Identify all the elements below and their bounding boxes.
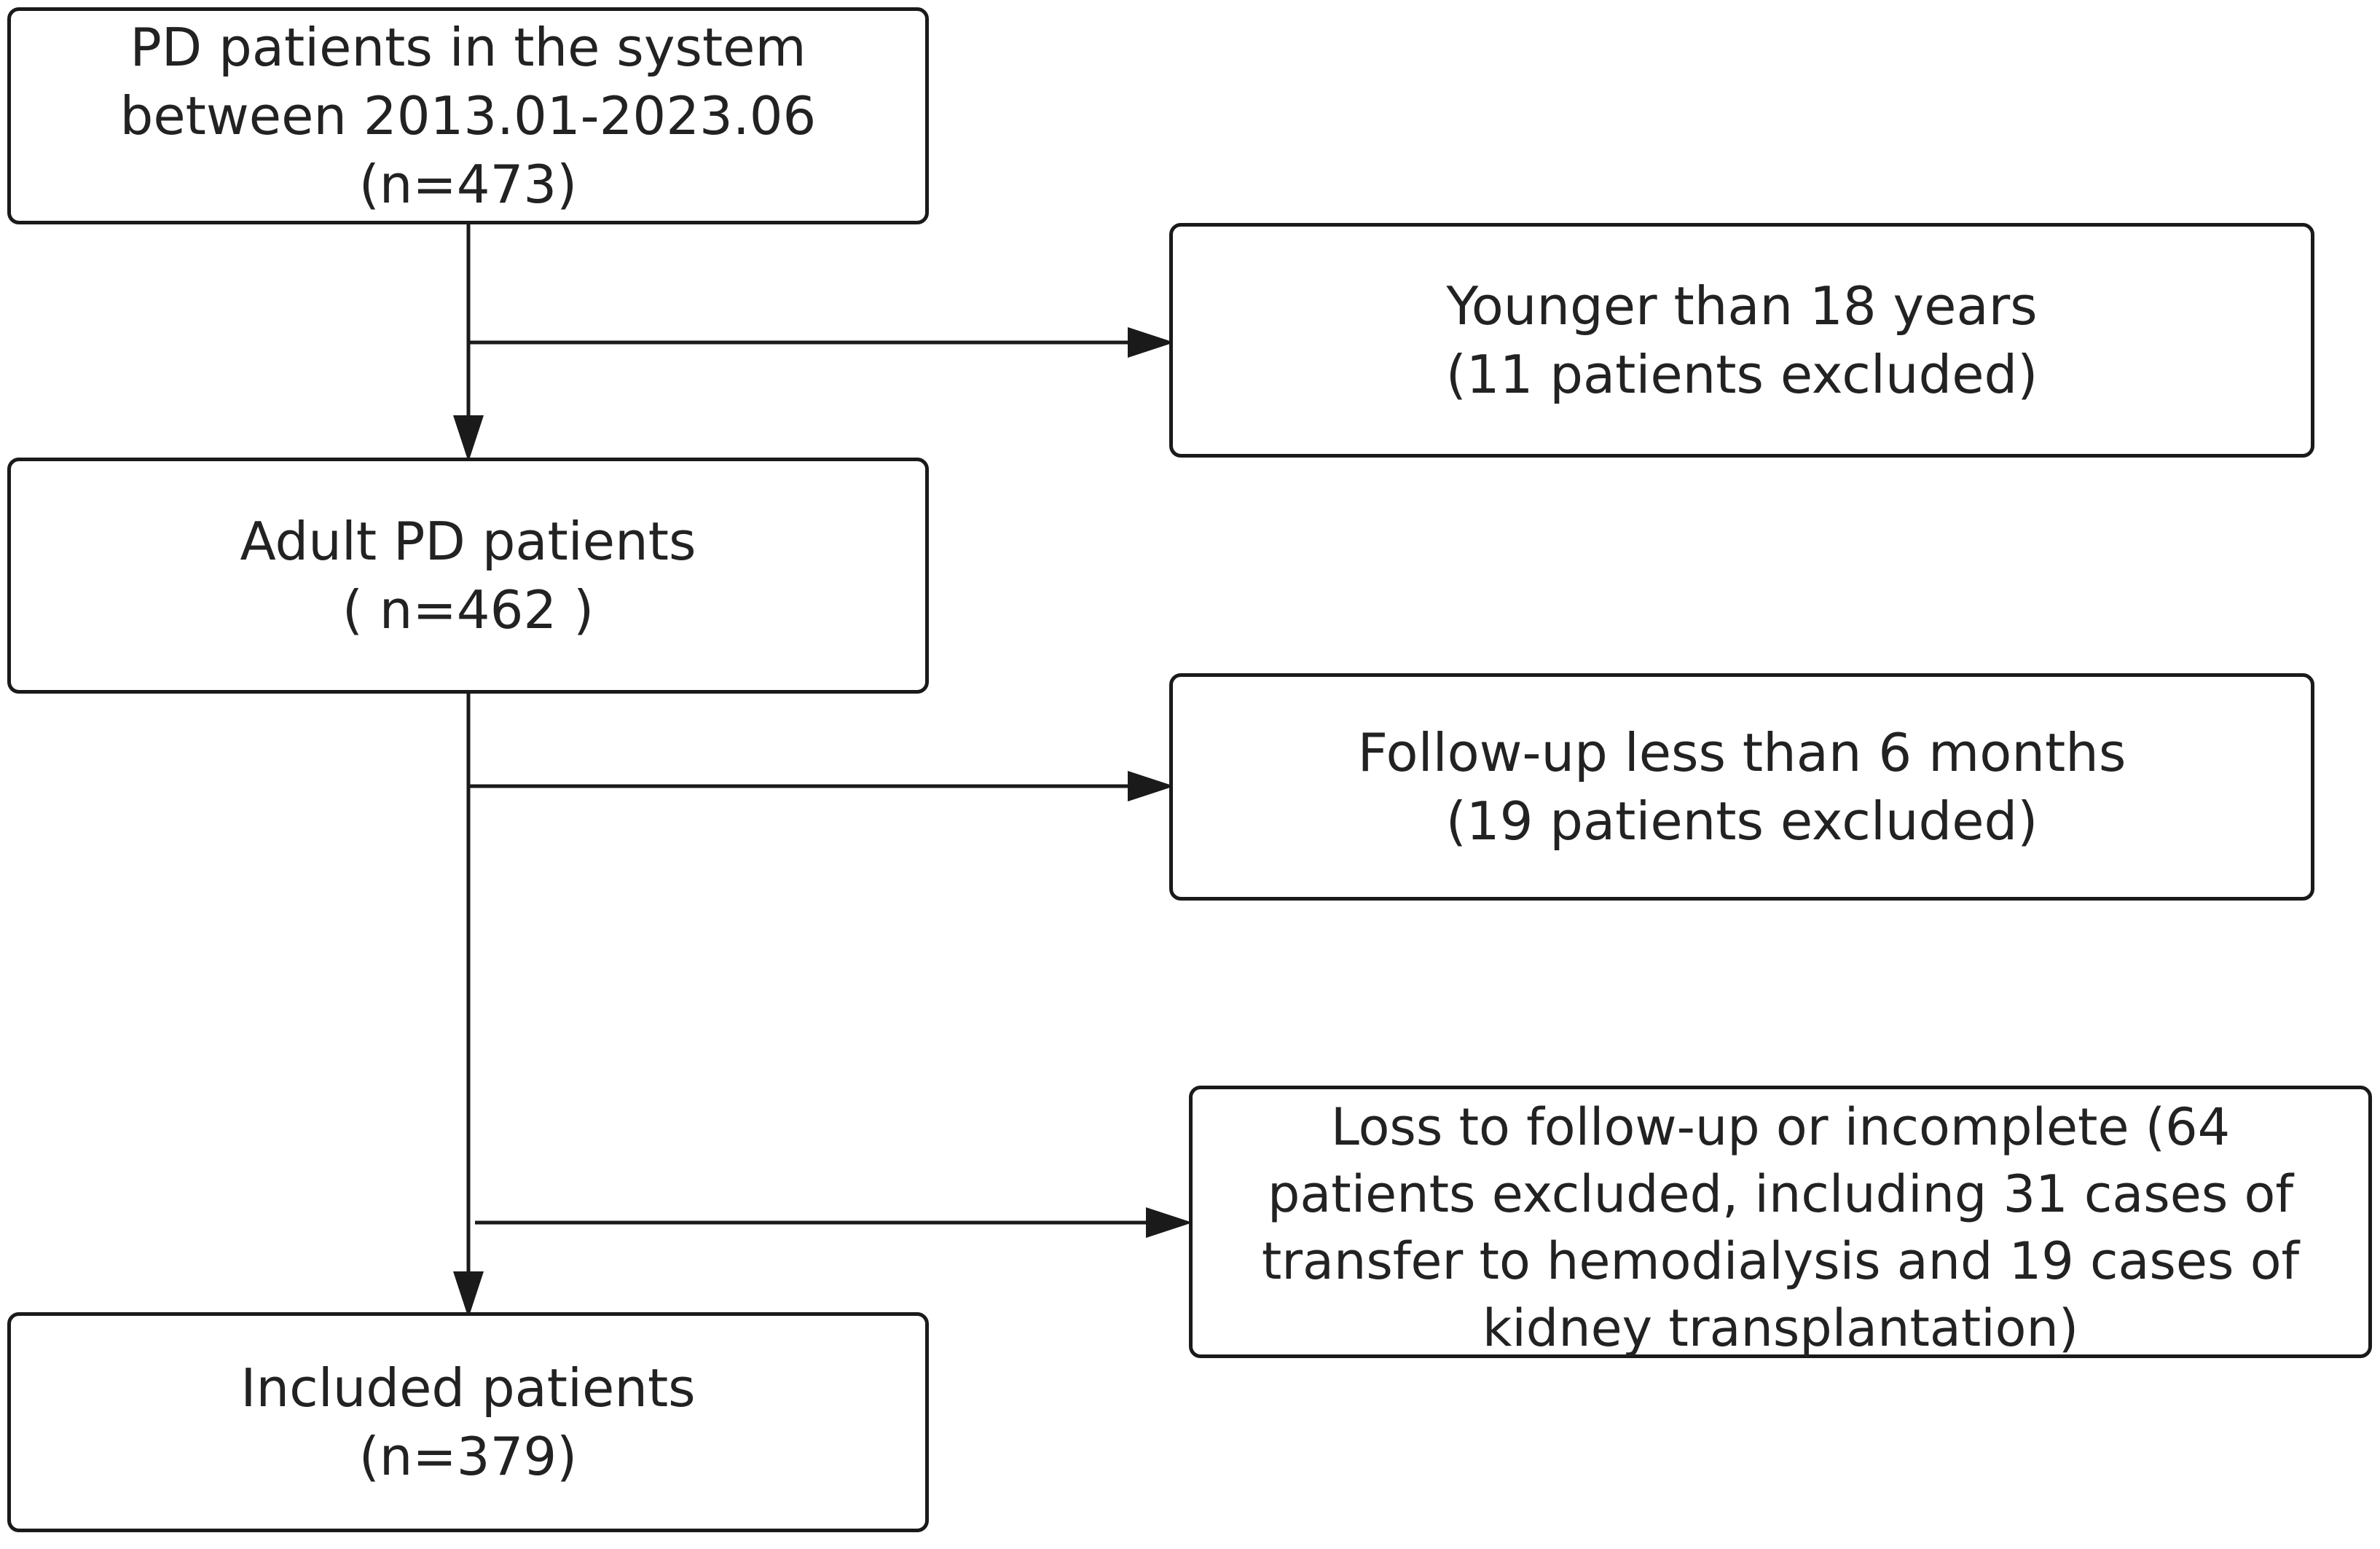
excl-loss-line-4: kidney transplantation) [1482, 1298, 2079, 1358]
exclusion-loss-box: Loss to follow-up or incomplete (64 pati… [1189, 1086, 2372, 1358]
excl-age-line-2: (11 patients excluded) [1445, 344, 2038, 405]
arrowhead-excl-loss [1146, 1207, 1193, 1238]
excl-followup-line-1: Follow-up less than 6 months [1357, 722, 2126, 783]
excl-age-line-1: Younger than 18 years [1446, 275, 2038, 337]
excl-loss-line-3: transfer to hemodialysis and 19 cases of [1261, 1231, 2300, 1291]
exclusion-followup-box: Follow-up less than 6 months (19 patient… [1169, 673, 2314, 901]
included-line-1: Included patients [240, 1357, 696, 1419]
arrowhead-excl-age [1128, 327, 1174, 358]
adult-line-1: Adult PD patients [240, 511, 696, 572]
included-line-2: (n=379) [358, 1426, 578, 1487]
source-line-3: (n=473) [358, 154, 578, 215]
adult-line-2: ( n=462 ) [342, 579, 594, 640]
included-patients-box: Included patients (n=379) [7, 1312, 929, 1532]
arrowhead-included [453, 1271, 484, 1318]
arrowhead-adult [453, 415, 484, 462]
exclusion-age-box: Younger than 18 years (11 patients exclu… [1169, 223, 2314, 458]
excl-loss-line-1: Loss to follow-up or incomplete (64 [1330, 1097, 2231, 1157]
excl-followup-line-2: (19 patients excluded) [1445, 791, 2038, 852]
source-line-2: between 2013.01-2023.06 [119, 85, 817, 146]
adult-patients-box: Adult PD patients ( n=462 ) [7, 458, 929, 694]
excl-loss-line-2: patients excluded, including 31 cases of [1267, 1164, 2294, 1224]
source-line-1: PD patients in the system [130, 17, 806, 78]
source-population-box: PD patients in the system between 2013.0… [7, 7, 929, 224]
arrowhead-excl-followup [1128, 771, 1174, 801]
